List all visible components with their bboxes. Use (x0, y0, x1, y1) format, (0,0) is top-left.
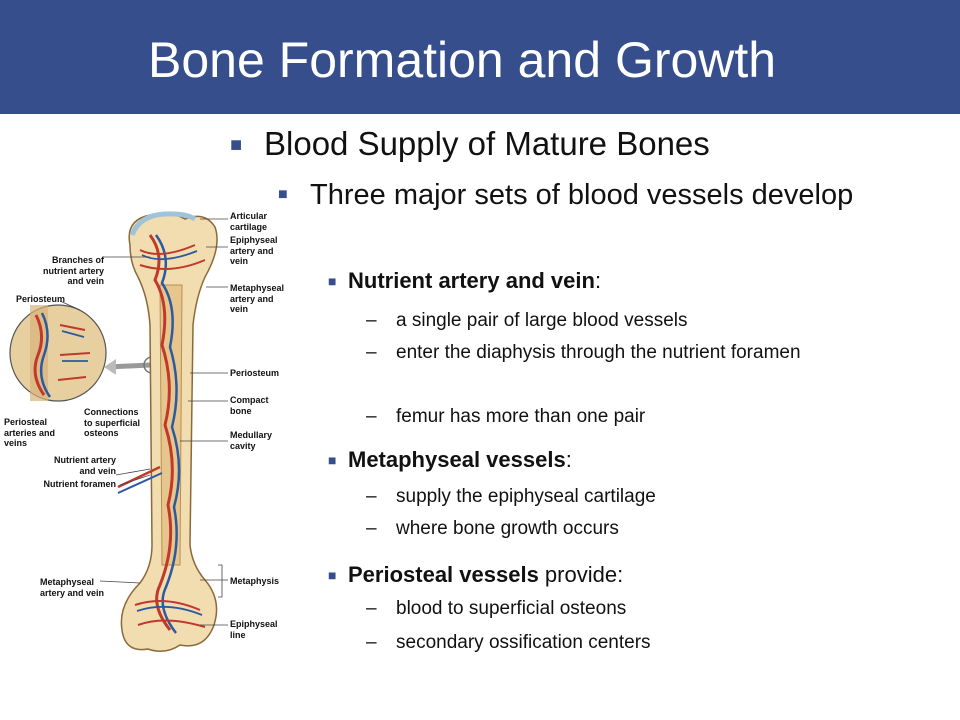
list-item-text: femur has more than one pair (396, 406, 646, 427)
section-suffix: : (565, 447, 572, 472)
label-nutrient-foramen: Nutrient foramen (43, 479, 116, 489)
label-articular-cartilage: Articular cartilage (230, 211, 268, 232)
section-term: Nutrient artery and vein (348, 268, 595, 293)
label-compact-bone: Compact bone (230, 395, 269, 416)
list-item-text: where bone growth occurs (396, 518, 619, 539)
label-medullary-cavity: Medullary cavity (230, 430, 273, 451)
bullet-marker: ■ (328, 452, 337, 468)
heading: Blood Supply of Mature Bones (264, 125, 710, 162)
list-item: –supply the epiphyseal cartilage (366, 486, 866, 508)
title-bar: Bone Formation and Growth (0, 0, 960, 114)
section-term: Metaphyseal vessels (348, 447, 566, 472)
label-epiphyseal-artery: Epiphyseal artery and vein (230, 235, 278, 266)
label-metaphyseal-artery-bottom: Metaphyseal artery and vein (40, 577, 105, 598)
label-periosteum-right: Periosteum (230, 368, 280, 378)
bullet-marker: ■ (328, 273, 337, 289)
bone-illustration: Articular cartilage Epiphyseal artery an… (0, 205, 300, 665)
label-nutrient-artery: Nutrient artery and vein (53, 455, 116, 476)
list-item-text: supply the epiphyseal cartilage (396, 486, 656, 507)
list-item-text: blood to superficial osteons (396, 598, 627, 619)
label-branches-nutrient: Branches of nutrient artery and vein (42, 255, 104, 286)
label-metaphyseal-artery-top: Metaphyseal artery and vein (230, 283, 285, 314)
label-periosteum-left: Periosteum (16, 294, 66, 304)
section-nutrient: Nutrient artery and vein: (348, 268, 601, 294)
list-item: –secondary ossification centers (366, 632, 866, 654)
list-item: –enter the diaphysis through the nutrien… (366, 342, 836, 364)
list-item: –where bone growth occurs (366, 518, 866, 540)
section-suffix: provide: (538, 562, 624, 587)
list-item-text: enter the diaphysis through the nutrient… (396, 342, 801, 363)
slide-title: Bone Formation and Growth (148, 32, 777, 88)
list-item: –blood to superficial osteons (366, 598, 866, 620)
label-periosteal-arteries: Periosteal arteries and veins (4, 417, 56, 448)
subheading: Three major sets of blood vessels develo… (310, 179, 854, 211)
section-periosteal: Periosteal vessels provide: (348, 562, 623, 588)
label-metaphysis: Metaphysis (230, 576, 280, 586)
list-item: –a single pair of large blood vessels (366, 310, 866, 332)
list-item-text: a single pair of large blood vessels (396, 310, 688, 331)
bullet-marker: ■ (278, 186, 288, 203)
list-item-text: secondary ossification centers (396, 632, 651, 653)
section-suffix: : (594, 268, 602, 293)
bone-diagram (9, 211, 228, 652)
bullet-marker: ■ (230, 134, 243, 156)
label-epiphyseal-line: Epiphyseal line (230, 619, 278, 640)
bullet-marker: ■ (328, 567, 337, 583)
section-metaphyseal: Metaphyseal vessels: (348, 447, 572, 473)
section-term: Periosteal vessels (348, 562, 539, 587)
label-connections-osteons: Connections to superficial osteons (84, 407, 141, 438)
list-item: –femur has more than one pair (366, 406, 866, 428)
